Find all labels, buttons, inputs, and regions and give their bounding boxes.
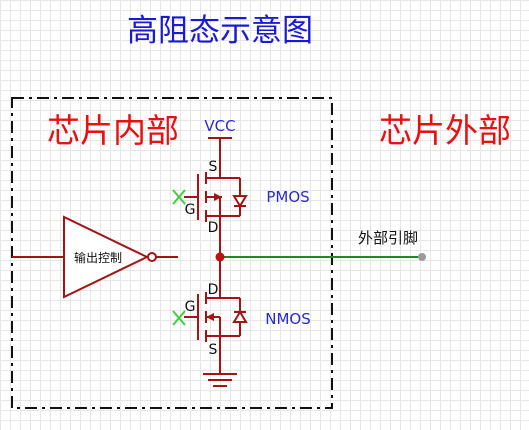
output-junction [215, 252, 225, 262]
diagram-title: 高阻态示意图 [127, 13, 313, 49]
gate-control-wires [156, 256, 178, 258]
chip-outside-label: 芯片外部 [379, 111, 511, 150]
nmos-gate-label: G [185, 299, 196, 315]
chip-boundary [11, 97, 333, 409]
nmos-drain-label: D [208, 282, 219, 298]
external-pin-label: 外部引脚 [358, 229, 418, 247]
pmos-name-label: PMOS [266, 188, 309, 206]
vcc-rail [208, 137, 232, 157]
buffer-label: 输出控制 [74, 250, 122, 265]
pmos-source-label: S [209, 159, 218, 175]
nmos-transistor [184, 280, 248, 357]
pmos-gate-label: G [185, 202, 196, 218]
output-control-buffer [63, 215, 157, 299]
chip-inside-label: 芯片内部 [47, 111, 179, 150]
pmos-transistor [184, 157, 248, 235]
nmos-name-label: NMOS [265, 310, 311, 328]
nmos-gate-unconnected-mark [172, 310, 186, 326]
external-pin-icon [418, 253, 426, 261]
pmos-gate-unconnected-mark [172, 189, 186, 205]
vcc-label: VCC [204, 117, 235, 135]
nmos-source-label: S [209, 342, 218, 358]
pmos-drain-label: D [208, 220, 219, 236]
ground-icon [203, 357, 237, 387]
